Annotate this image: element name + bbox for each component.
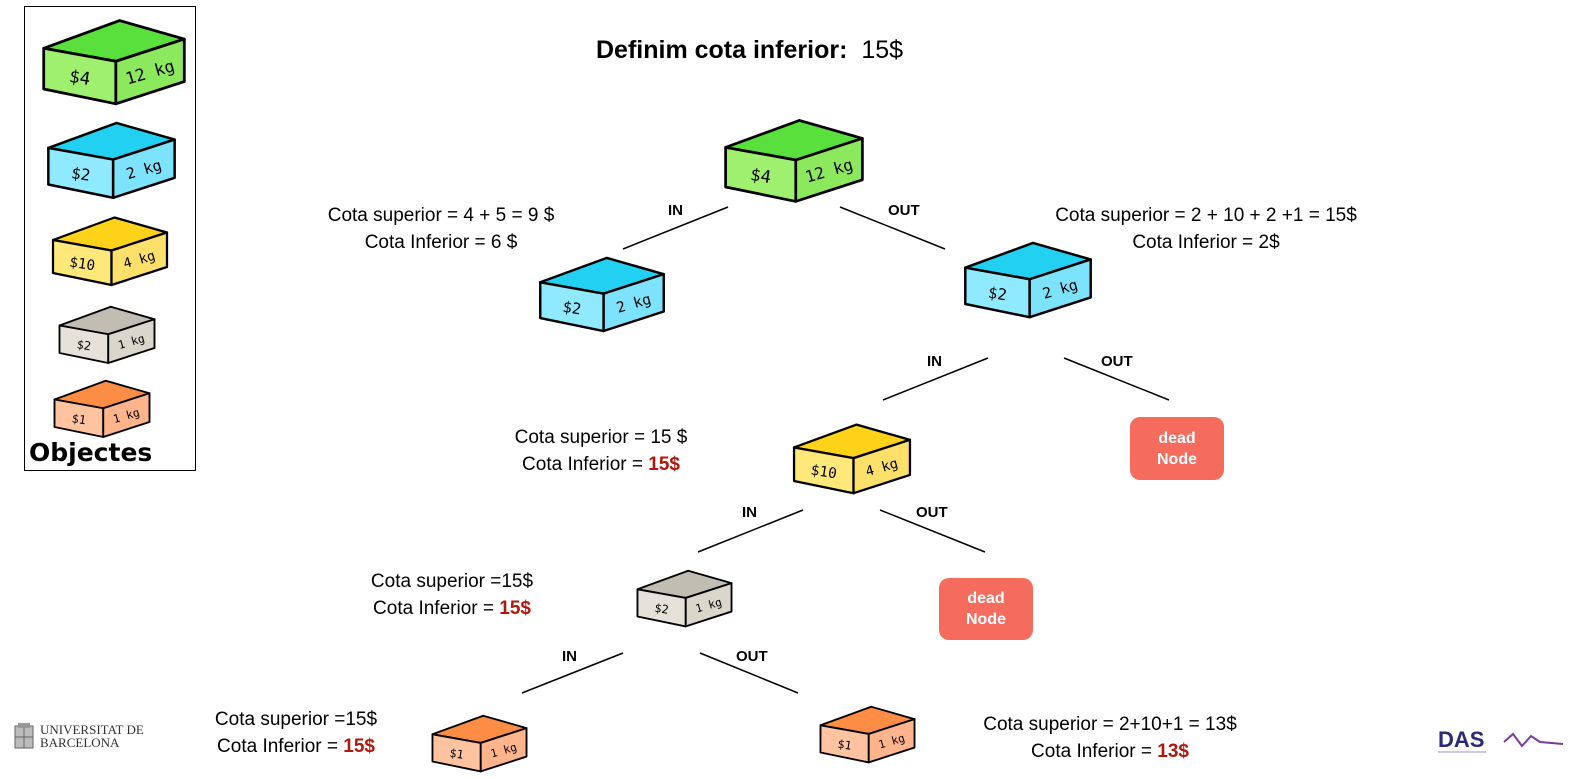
edge-n3-out: [879, 509, 986, 553]
upper-bound: Cota superior = 2 + 10 + 2 +1 = 15$: [1055, 205, 1357, 226]
item-price: $2: [987, 283, 1009, 305]
edge-label-in: IN: [668, 202, 683, 219]
heading-prefix: Definim cota inferior:: [596, 36, 848, 64]
university-name-line1: UNIVERSITAT DE: [40, 722, 144, 737]
edge-label-out: OUT: [888, 202, 920, 219]
upper-bound: Cota superior =15$: [214, 709, 378, 730]
item-price: $1: [837, 737, 853, 753]
dead-node-line1: dead: [1158, 429, 1196, 447]
university-name-line2: BARCELONA: [40, 735, 120, 750]
bound-note-n1: Cota superior = 4 + 5 = 9 $ Cota Inferio…: [300, 202, 582, 256]
item-price: $10: [810, 462, 838, 482]
lower-bound: Cota Inferior = 15$: [217, 736, 375, 757]
lower-bound: Cota Inferior = 15$: [522, 454, 680, 475]
edge-root-out: [839, 206, 946, 250]
item-price: $2: [561, 298, 582, 319]
bound-note-n3: Cota superior = 15 $ Cota Inferior = 15$: [495, 424, 707, 478]
edge-n2-out: [1063, 357, 1170, 401]
edge-n4-in: [521, 652, 624, 694]
dead-node-line2: Node: [1157, 450, 1197, 468]
item-price: $4: [68, 67, 92, 90]
edge-label-out: OUT: [916, 504, 948, 521]
item-price: $2: [654, 601, 670, 617]
objects-legend: [24, 6, 196, 471]
edge-label-out: OUT: [1101, 353, 1133, 370]
upper-bound: Cota superior = 4 + 5 = 9 $: [327, 205, 555, 226]
das-logo: DAS: [1438, 727, 1564, 753]
edge-n3-in: [697, 509, 804, 553]
edge-n2-in: [882, 357, 989, 401]
das-logo-text: DAS: [1438, 727, 1484, 752]
item-price: $10: [68, 255, 96, 275]
item-price: $2: [76, 337, 92, 353]
lower-bound: Cota Inferior = 2$: [1132, 232, 1280, 253]
page-title: Definim cota inferior: 15$: [596, 36, 903, 65]
item-price: $2: [70, 163, 92, 185]
item-price: $1: [449, 746, 465, 762]
edge-label-in: IN: [562, 648, 577, 665]
lower-bound: Cota Inferior = 15$: [373, 598, 531, 619]
bound-note-n6: Cota superior = 2+10+1 = 13$ Cota Inferi…: [960, 711, 1260, 765]
edge-n4-out: [699, 652, 799, 694]
item-price: $4: [749, 165, 772, 188]
edge-label-out: OUT: [736, 648, 768, 665]
bound-note-n5: Cota superior =15$ Cota Inferior = 15$: [196, 706, 396, 760]
bound-note-n4: Cota superior =15$ Cota Inferior = 15$: [352, 568, 552, 622]
dead-node-line2: Node: [966, 611, 1006, 628]
edge-label-in: IN: [742, 504, 757, 521]
lower-bound: Cota Inferior = 6 $: [364, 232, 518, 253]
edge-root-in: [622, 206, 729, 250]
upper-bound: Cota superior = 2+10+1 = 13$: [983, 714, 1237, 735]
university-logo: UNIVERSITAT DE BARCELONA: [14, 722, 144, 750]
item-price: $1: [71, 411, 87, 427]
bound-note-n2: Cota superior = 2 + 10 + 2 +1 = 15$ Cota…: [1030, 202, 1382, 256]
heading-value: 15$: [861, 36, 904, 64]
university-crest-icon: [14, 723, 34, 749]
legend-title: Objectes: [29, 438, 153, 467]
lower-bound: Cota Inferior = 13$: [1031, 741, 1189, 762]
upper-bound: Cota superior = 15 $: [514, 427, 688, 448]
dead-node-line1: dead: [967, 590, 1005, 607]
upper-bound: Cota superior =15$: [370, 571, 534, 592]
edge-label-in: IN: [927, 353, 942, 370]
